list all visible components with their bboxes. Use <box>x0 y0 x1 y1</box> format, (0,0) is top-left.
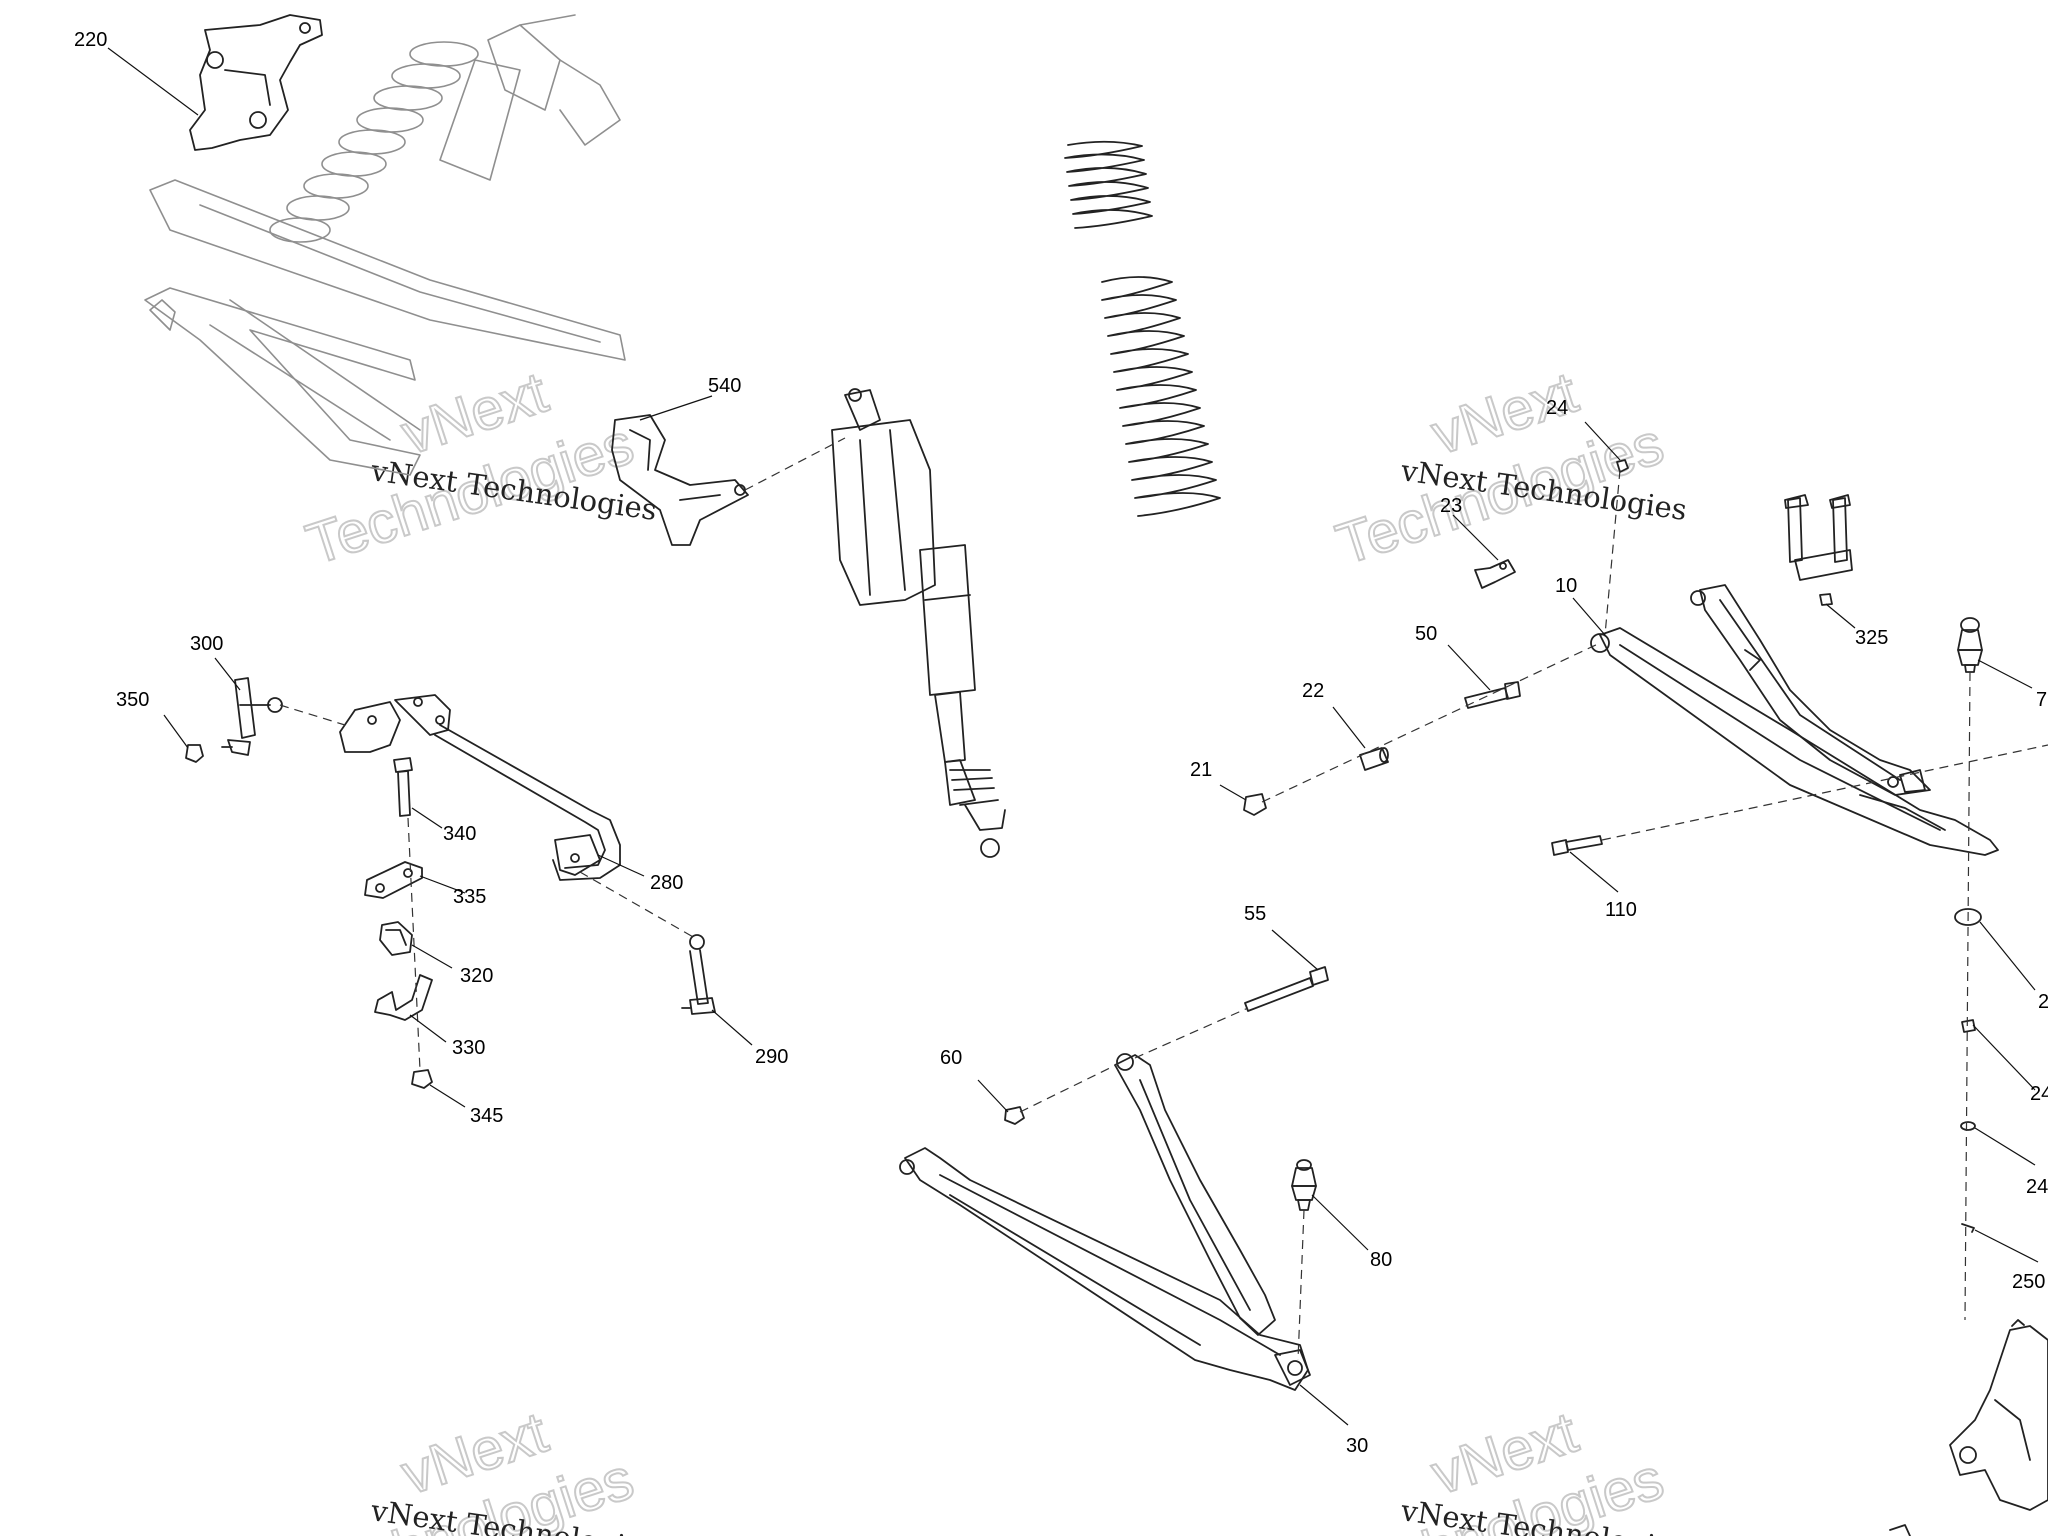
ghost-suspension-assembly <box>144 14 626 476</box>
label-220: 220 <box>74 29 107 51</box>
label-320: 320 <box>460 965 493 987</box>
label-80: 80 <box>1370 1249 1392 1271</box>
label-2: 2 <box>2038 991 2048 1013</box>
part-540-shock-bracket <box>611 414 749 546</box>
label-21: 21 <box>1190 759 1212 781</box>
part-345-nut <box>411 1069 433 1089</box>
label-540: 540 <box>708 375 741 397</box>
label-290: 290 <box>755 1046 788 1068</box>
label-55: 55 <box>1244 903 1266 925</box>
part-23-clip <box>1474 559 1516 589</box>
label-7: 7 <box>2036 689 2047 711</box>
label-340: 340 <box>443 823 476 845</box>
assembly-dash-lines <box>279 437 2048 1361</box>
part-330-clamp <box>374 974 433 1021</box>
part-290-link <box>681 934 716 1015</box>
label-10: 10 <box>1555 575 1577 597</box>
part-335-clamp-plate <box>364 861 423 899</box>
part-250-cotter-pin <box>1961 1223 1975 1233</box>
part-220-knuckle <box>189 14 323 151</box>
part-7-ball-joint <box>1957 617 1983 673</box>
label-24-low: 24 <box>2026 1176 2048 1198</box>
part-10-upper-a-arm <box>1590 584 1999 856</box>
label-50: 50 <box>1415 623 1437 645</box>
label-22: 22 <box>1302 680 1324 702</box>
part-50-bolt <box>1464 681 1521 709</box>
label-30: 30 <box>1346 1435 1368 1457</box>
label-345: 345 <box>470 1105 503 1127</box>
watermark-bottom-left: vNext Technologies vNext Technologies <box>298 1399 659 1536</box>
part-55-long-bolt <box>1244 966 1329 1012</box>
label-330: 330 <box>452 1037 485 1059</box>
parts <box>185 14 2048 1536</box>
part-24-washer-low <box>1960 1121 1976 1131</box>
label-325: 325 <box>1855 627 1888 649</box>
label-350: 350 <box>116 689 149 711</box>
part-325-bracket <box>1784 494 1853 606</box>
part-300-link <box>221 677 283 756</box>
label-110: 110 <box>1605 899 1637 921</box>
ghost-coil-spring <box>269 41 479 243</box>
part-350-nut <box>185 744 204 763</box>
label-250: 250 <box>2012 1271 2045 1293</box>
part-shock-absorber <box>831 388 1006 858</box>
part-24-nut-top <box>1616 459 1629 473</box>
part-knuckle-bottom-right <box>1889 1319 2048 1536</box>
label-24-mid: 24 <box>2030 1083 2048 1105</box>
part-24-nut-mid <box>1961 1019 1976 1033</box>
part-22-sleeve <box>1359 747 1389 771</box>
part-large-spring <box>1101 276 1221 517</box>
part-labels: 220 540 24 23 10 325 300 350 50 22 21 7 … <box>74 29 2048 1457</box>
part-21-nut <box>1243 793 1267 816</box>
label-23: 23 <box>1440 495 1462 517</box>
part-340-bolt <box>393 757 413 817</box>
part-280-sway-bar <box>339 694 621 881</box>
label-60: 60 <box>940 1047 962 1069</box>
part-small-spring <box>1064 140 1153 229</box>
leader-lines <box>107 47 2039 1426</box>
watermark-top-right: vNext Technologies vNext Technologies <box>1328 359 1689 579</box>
label-24-top: 24 <box>1546 397 1568 419</box>
label-300: 300 <box>190 633 223 655</box>
label-280: 280 <box>650 872 683 894</box>
part-80-ball-joint <box>1291 1159 1317 1211</box>
label-335: 335 <box>453 886 486 908</box>
part-320-bushing <box>379 921 413 956</box>
watermark-bottom-right: vNext Technologies vNext Technologies <box>1328 1399 1689 1536</box>
watermark-top-left: vNext Technologies vNext Technologies <box>298 359 659 579</box>
part-30-lower-a-arm <box>899 1053 1311 1391</box>
part-110-bolt <box>1551 835 1603 856</box>
part-2-ring <box>1954 908 1982 926</box>
part-60-nut <box>1004 1106 1025 1125</box>
